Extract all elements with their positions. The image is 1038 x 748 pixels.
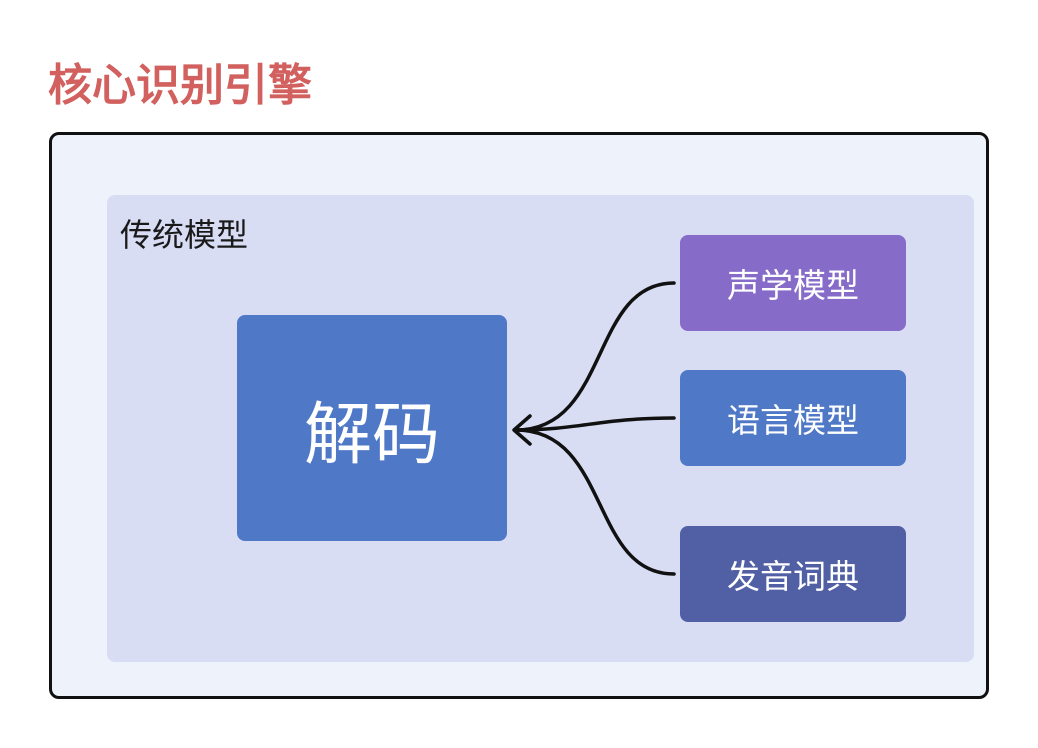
pronunciation-lexicon-node: 发音词典 <box>680 526 906 622</box>
group-label: 传统模型 <box>120 216 249 254</box>
language-model-node: 语言模型 <box>680 370 906 466</box>
acoustic-model-node: 声学模型 <box>680 235 906 331</box>
decode-node: 解码 <box>237 315 507 541</box>
page-title: 核心识别引擎 <box>48 60 312 111</box>
